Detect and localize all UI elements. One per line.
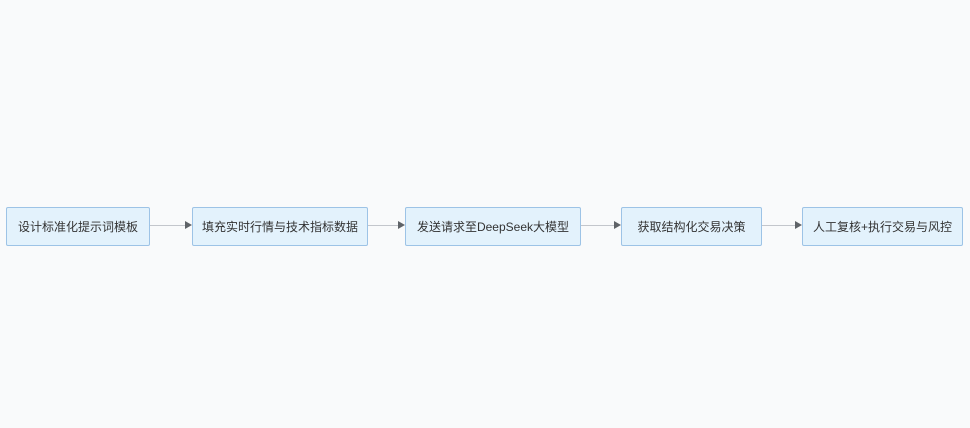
arrow-line [150,225,186,226]
flow-node-manual-review-risk-control: 人工复核+执行交易与风控 [802,207,963,246]
flow-arrow-1 [150,221,192,230]
flow-arrow-3 [581,221,621,230]
arrowhead-right-icon [614,221,621,229]
arrow-line [581,225,615,226]
arrow-line [762,225,796,226]
arrowhead-right-icon [795,221,802,229]
flow-node-label: 设计标准化提示词模板 [17,220,138,234]
flow-node-design-prompt-template: 设计标准化提示词模板 [6,207,150,246]
flow-arrow-4 [762,221,802,230]
arrow-line [368,225,399,226]
flow-node-label: 获取结构化交易决策 [637,220,746,234]
flow-node-label: 人工复核+执行交易与风控 [812,220,952,234]
flow-node-label: 发送请求至DeepSeek大模型 [416,220,570,234]
flow-node-label: 填充实时行情与技术指标数据 [201,220,358,234]
arrowhead-right-icon [185,221,192,229]
arrowhead-right-icon [398,221,405,229]
flow-node-send-request-deepseek: 发送请求至DeepSeek大模型 [405,207,581,246]
flow-node-fill-market-data: 填充实时行情与技术指标数据 [192,207,368,246]
flow-arrow-2 [368,221,405,230]
flow-node-get-structured-decision: 获取结构化交易决策 [621,207,762,246]
